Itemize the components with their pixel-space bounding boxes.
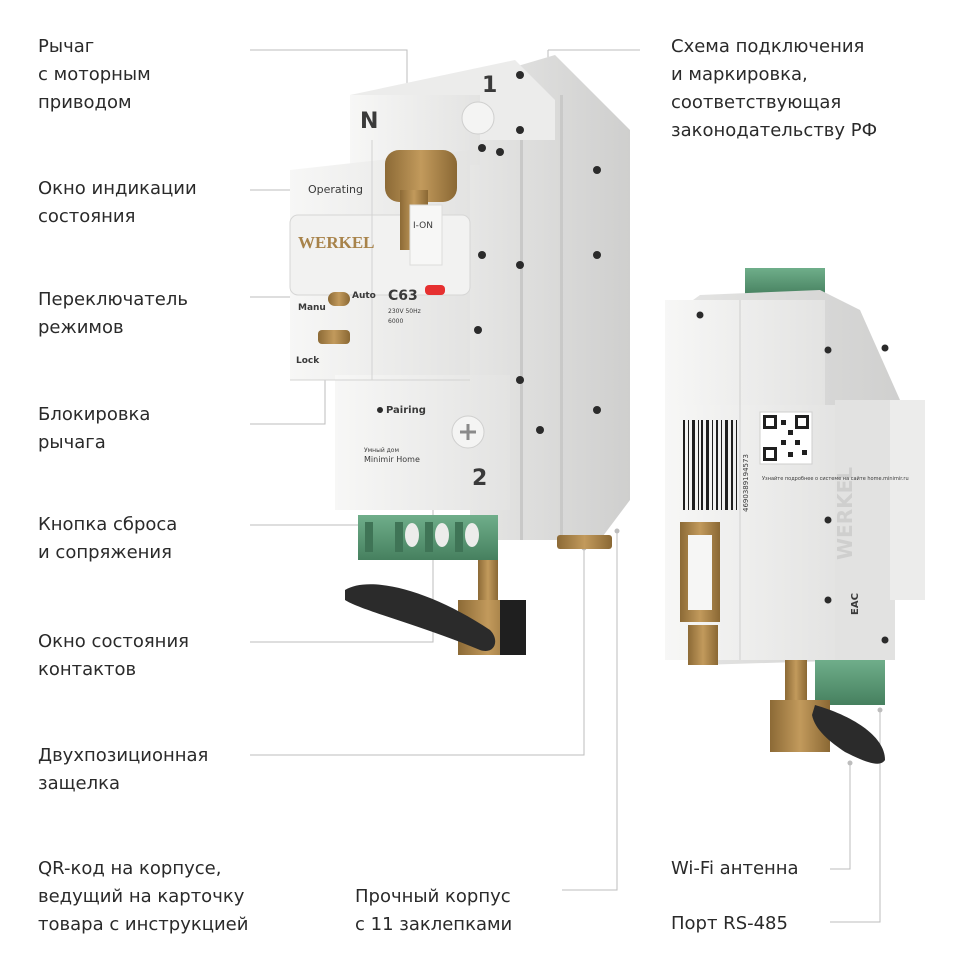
- back-brand-logo: WERKEL: [833, 467, 857, 560]
- label-wiring: Схема подключения и маркировка, соответс…: [671, 36, 878, 141]
- terminal-2-label: 2: [472, 466, 487, 491]
- minimir-label: Minimir Home: [364, 455, 420, 464]
- lock-label: Lock: [296, 356, 320, 366]
- label-lever-lock: Блокировка рычага: [38, 404, 151, 453]
- terminal-1-label: 1: [482, 73, 497, 98]
- label-status-window: Окно индикации состояния: [38, 178, 197, 227]
- eac-mark: EAC: [850, 593, 861, 615]
- brand-logo: WERKEL: [298, 233, 375, 252]
- label-mode-switch: Переключатель режимов: [38, 289, 188, 338]
- operating-label: Operating: [308, 183, 363, 196]
- specs-label: 230V 50Hz: [388, 308, 421, 315]
- label-reset-button: Кнопка сброса и сопряжения: [38, 514, 178, 563]
- label-wifi: Wi-Fi антенна: [671, 858, 799, 879]
- manu-label: Manu: [298, 303, 326, 313]
- rating-label: C63: [388, 288, 418, 304]
- label-rs485: Порт RS-485: [671, 913, 788, 934]
- label-contacts-window: Окно состояния контактов: [38, 631, 189, 680]
- label-body: Прочный корпус с 11 заклепками: [355, 886, 513, 935]
- terminal-n-label: N: [360, 109, 378, 134]
- auto-label: Auto: [352, 291, 376, 301]
- barcode-digits: 4690389194573: [742, 454, 750, 512]
- back-device: [665, 268, 925, 764]
- smart-home-label: Умный дом: [364, 447, 399, 454]
- qr-caption: Узнайте подробнее о системе на сайте hom…: [762, 475, 909, 482]
- label-qr-code: QR-код на корпусе, ведущий на карточку т…: [38, 858, 249, 935]
- label-lever: Рычаг с моторным приводом: [38, 36, 151, 113]
- pairing-label: Pairing: [386, 405, 426, 416]
- breaking-label: 6000: [388, 318, 403, 325]
- ion-label: I-ON: [413, 221, 433, 231]
- front-device: [289, 55, 630, 655]
- label-latch: Двухпозиционная защелка: [38, 745, 209, 794]
